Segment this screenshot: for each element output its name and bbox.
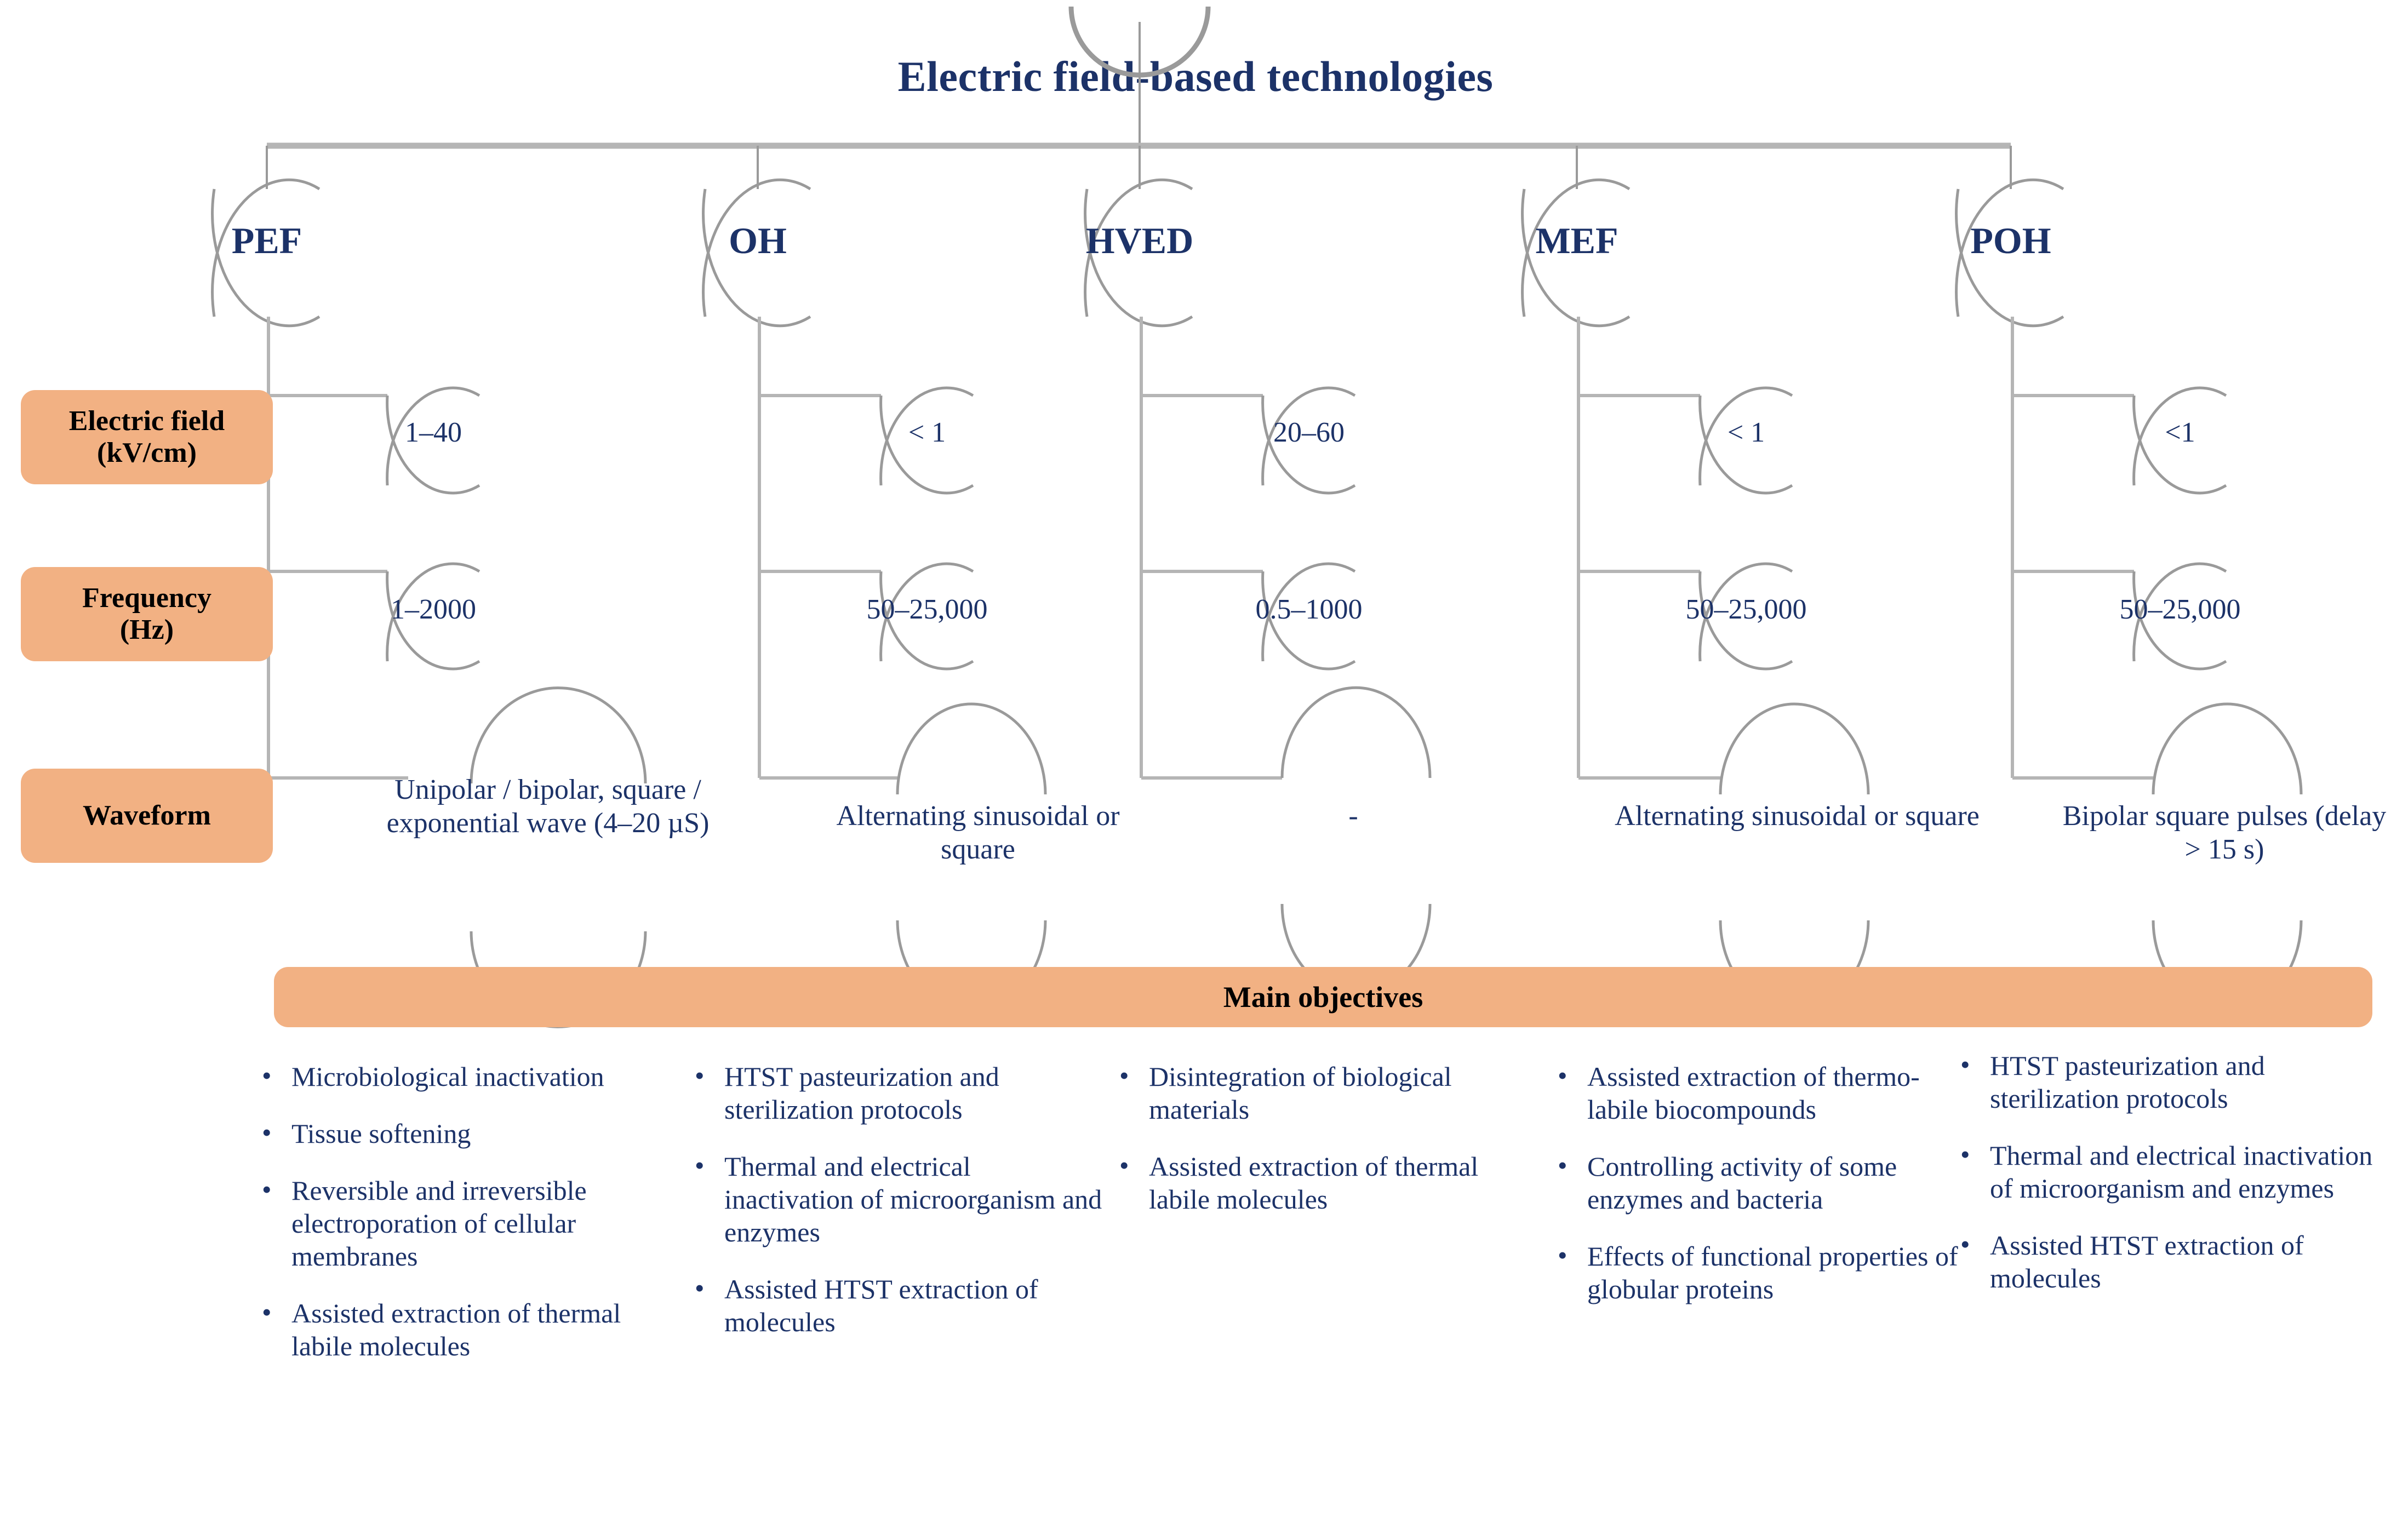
value-frequency-poh: 50–25,000: [2119, 594, 2241, 625]
row-label-electric-field-line2: (kV/cm): [97, 437, 197, 468]
list-item: Microbiological inactivation: [258, 1059, 674, 1093]
list-item: Tissue softening: [258, 1116, 674, 1150]
list-item: Assisted HTST extraction of molecules: [1956, 1228, 2389, 1295]
list-item: Thermal and electrical inactivation of m…: [690, 1149, 1107, 1249]
list-item: Thermal and electrical inactivation of m…: [1956, 1138, 2389, 1205]
objectives-column-hved: Disintegration of biological materials A…: [1115, 1059, 1542, 1240]
list-item: Assisted extraction of thermo-labile bio…: [1553, 1059, 1970, 1126]
row-label-frequency: Frequency (Hz): [21, 567, 273, 661]
tech-header-mef[interactable]: MEF: [1535, 220, 1618, 261]
row-label-electric-field: Electric field (kV/cm): [21, 390, 273, 484]
objectives-column-mef: Assisted extraction of thermo-labile bio…: [1553, 1059, 1970, 1330]
value-electric-field-mef: < 1: [1727, 417, 1765, 448]
row-label-waveform-line1: Waveform: [83, 799, 211, 831]
objectives-column-oh: HTST pasteurization and sterilization pr…: [690, 1059, 1107, 1362]
list-item: HTST pasteurization and sterilization pr…: [1956, 1048, 2389, 1115]
main-objectives-banner-label: Main objectives: [1223, 981, 1423, 1014]
list-item: Effects of functional properties of glob…: [1553, 1239, 1970, 1306]
objectives-column-pef: Microbiological inactivation Tissue soft…: [258, 1059, 674, 1387]
value-electric-field-poh: <1: [2165, 417, 2195, 448]
main-objectives-banner: Main objectives: [274, 967, 2372, 1027]
list-item: Assisted extraction of thermal labile mo…: [1115, 1149, 1542, 1216]
row-label-electric-field-line1: Electric field: [68, 405, 225, 437]
value-electric-field-hved: 20–60: [1273, 417, 1345, 448]
page-title: Electric field-based technologies: [897, 53, 1494, 100]
value-waveform-oh: Alternating sinusoidal or square: [836, 800, 1120, 865]
list-item: Assisted extraction of thermal labile mo…: [258, 1296, 674, 1362]
tech-header-hved[interactable]: HVED: [1085, 220, 1194, 261]
value-electric-field-oh: < 1: [908, 417, 946, 448]
value-waveform-mef: Alternating sinusoidal or square: [1615, 800, 1980, 832]
list-item: Reversible and irreversible electroporat…: [258, 1173, 674, 1273]
row-label-frequency-line2: (Hz): [119, 614, 174, 645]
value-electric-field-pef: 1–40: [405, 417, 462, 448]
tech-header-poh[interactable]: POH: [1970, 220, 2051, 261]
value-waveform-poh: Bipolar square pulses (delay > 15 s): [2062, 800, 2387, 865]
value-frequency-hved: 0.5–1000: [1255, 594, 1363, 625]
tech-header-oh[interactable]: OH: [729, 220, 787, 261]
value-frequency-pef: 1–2000: [391, 594, 476, 625]
list-item: HTST pasteurization and sterilization pr…: [690, 1059, 1107, 1126]
objectives-column-poh: HTST pasteurization and sterilization pr…: [1956, 1048, 2389, 1319]
row-label-frequency-line1: Frequency: [82, 582, 211, 614]
list-item: Assisted HTST extraction of molecules: [690, 1272, 1107, 1338]
value-waveform-hved: -: [1348, 800, 1358, 832]
tech-header-pef[interactable]: PEF: [231, 220, 302, 261]
list-item: Controlling activity of some enzymes and…: [1553, 1149, 1970, 1216]
value-frequency-mef: 50–25,000: [1685, 594, 1807, 625]
row-label-waveform: Waveform: [21, 769, 273, 863]
value-waveform-pef: Unipolar / bipolar, square / exponential…: [386, 774, 710, 839]
value-frequency-oh: 50–25,000: [866, 594, 988, 625]
list-item: Disintegration of biological materials: [1115, 1059, 1542, 1126]
